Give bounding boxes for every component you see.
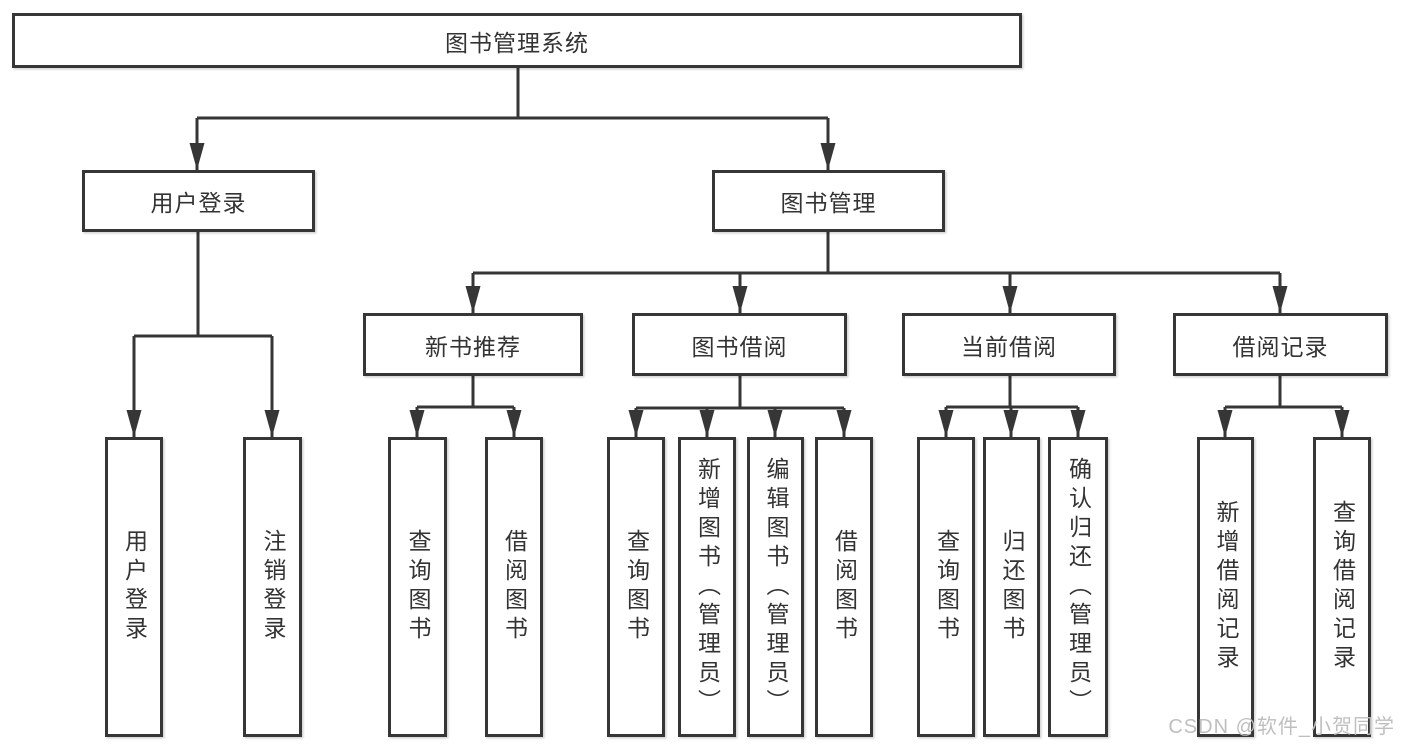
leaf-return-book-label: 归还图书 <box>999 529 1025 645</box>
node-new-book-recommend-label: 新书推荐 <box>425 333 521 360</box>
leaf-query-books-current-label: 查询图书 <box>933 529 960 645</box>
leaf-query-books-borrow: 查询图书 <box>607 437 665 737</box>
leaf-add-book-admin: 新增图书（管理员） <box>678 437 736 737</box>
node-book-management-label: 图书管理 <box>780 190 877 216</box>
node-current-borrow-label: 当前借阅 <box>961 333 1057 360</box>
leaf-query-books-borrow-label: 查询图书 <box>623 529 650 645</box>
node-user-login: 用户登录 <box>82 170 315 232</box>
connector-root-stem <box>197 68 828 120</box>
node-borrow-records: 借阅记录 <box>1173 313 1388 376</box>
leaf-user-login: 用户登录 <box>105 437 163 737</box>
leaf-borrow-books-label: 借阅图书 <box>831 529 858 645</box>
node-book-borrow-label: 图书借阅 <box>691 333 788 360</box>
node-library-system-label: 图书管理系统 <box>445 29 589 56</box>
leaf-logout: 注销登录 <box>243 437 302 737</box>
leaf-add-borrow-record: 新增借阅记录 <box>1197 437 1254 737</box>
connector-borrow-stem <box>636 376 844 410</box>
leaf-return-book: 归还图书 <box>983 437 1040 737</box>
connector-records-stem <box>1225 376 1342 409</box>
node-book-borrow: 图书借阅 <box>632 313 847 376</box>
leaf-query-borrow-record-label: 查询借阅记录 <box>1329 500 1356 674</box>
connector-login-stem <box>134 232 272 338</box>
connector-current-stem <box>946 376 1078 409</box>
leaf-query-books-current: 查询图书 <box>917 437 975 737</box>
node-user-login-label: 用户登录 <box>150 190 247 216</box>
leaf-add-book-admin-label: 新增图书（管理员） <box>694 456 721 718</box>
leaf-borrow-books-recommend-label: 借阅图书 <box>501 529 528 645</box>
leaf-user-login-label: 用户登录 <box>121 529 148 645</box>
node-new-book-recommend: 新书推荐 <box>363 313 583 376</box>
leaf-query-books-recommend: 查询图书 <box>388 437 447 737</box>
connector-recommend-stem <box>417 376 514 409</box>
leaf-borrow-books: 借阅图书 <box>815 437 873 737</box>
node-current-borrow: 当前借阅 <box>902 313 1116 376</box>
leaf-query-books-recommend-label: 查询图书 <box>405 529 431 645</box>
leaf-query-borrow-record: 查询借阅记录 <box>1313 437 1371 737</box>
node-book-management: 图书管理 <box>712 170 945 232</box>
leaf-edit-book-admin-label: 编辑图书（管理员） <box>763 456 789 718</box>
connector-mgmt-stem <box>473 232 1280 275</box>
leaf-confirm-return-admin-label: 确认归还（管理员） <box>1065 456 1092 718</box>
node-library-system: 图书管理系统 <box>12 13 1022 68</box>
leaf-confirm-return-admin: 确认归还（管理员） <box>1048 437 1108 737</box>
node-borrow-records-label: 借阅记录 <box>1232 333 1329 360</box>
leaf-add-borrow-record-label: 新增借阅记录 <box>1213 500 1239 674</box>
leaf-edit-book-admin: 编辑图书（管理员） <box>747 437 804 737</box>
leaf-borrow-books-recommend: 借阅图书 <box>485 437 543 737</box>
leaf-logout-label: 注销登录 <box>260 529 286 645</box>
